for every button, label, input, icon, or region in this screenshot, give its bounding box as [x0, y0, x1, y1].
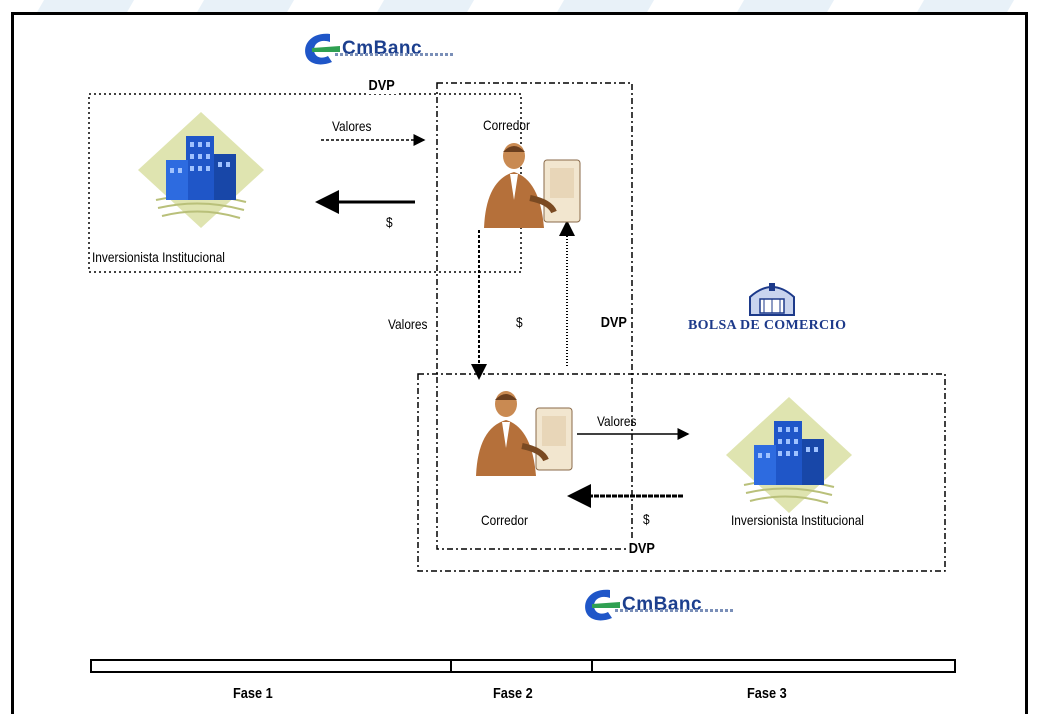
- investor-label-bottom: Inversionista Institucional: [731, 512, 864, 528]
- valores-label-bottom: Valores: [597, 413, 637, 429]
- investor-label-top: Inversionista Institucional: [92, 249, 225, 265]
- phase-label-1: Fase 1: [233, 685, 273, 702]
- diagram-frame: [11, 12, 1028, 714]
- building-icon: [138, 112, 264, 228]
- corredor-label-top: Corredor: [483, 117, 530, 133]
- combanc-tagline: [615, 609, 735, 612]
- corredor-label-bottom: Corredor: [481, 512, 528, 528]
- broker-person-icon: [484, 143, 581, 228]
- phase-label-2: Fase 2: [493, 685, 533, 702]
- dollar-label-bottom: $: [643, 511, 650, 527]
- combanc-swirl-icon: [585, 589, 620, 621]
- corredor-box: [436, 82, 633, 550]
- phase-label-3: Fase 3: [747, 685, 787, 702]
- bolsa-logo-text: BOLSA DE COMERCIO: [688, 318, 847, 333]
- combanc-logo-text: CmBanc: [622, 594, 703, 615]
- combanc-logo-text: CmBanc: [342, 38, 423, 59]
- combanc-tagline: [335, 53, 455, 56]
- combanc-logo-bottom: CmBanc: [580, 586, 735, 624]
- dvp-label-mid: DVP: [599, 314, 629, 331]
- dollar-label-top: $: [386, 214, 393, 230]
- bolsa-building-icon: [749, 283, 795, 316]
- valores-label-top: Valores: [332, 118, 372, 134]
- combanc-logo-top: CmBanc: [300, 30, 455, 68]
- dvp-label-top: DVP: [366, 77, 398, 94]
- building-icon: [726, 397, 852, 513]
- dollar-label-mid: $: [516, 314, 523, 330]
- phase-bar: [90, 659, 956, 673]
- dvp-label-bottom: DVP: [627, 540, 657, 557]
- investor-bottom-box: [417, 373, 946, 572]
- combanc-swirl-icon: [305, 33, 340, 65]
- valores-label-mid: Valores: [388, 316, 428, 332]
- broker-person-icon: [476, 391, 573, 476]
